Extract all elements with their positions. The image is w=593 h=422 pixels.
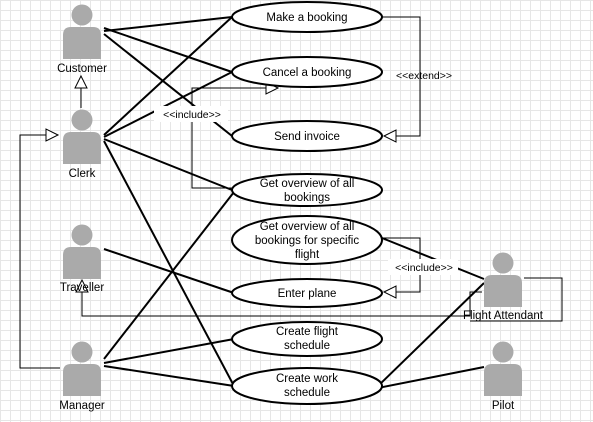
- actor-manager[interactable]: Manager: [59, 341, 105, 413]
- generalization-flight-attendant-to-traveller: [81, 291, 482, 317]
- assoc-flight-attendant-create-work-schedule: [377, 282, 485, 387]
- use-case-label: Send invoice: [274, 131, 340, 143]
- use-case-label: Get overview of all: [260, 178, 355, 190]
- actor-label: Pilot: [492, 400, 515, 412]
- use-case-create-work-schedule[interactable]: Create work schedule: [231, 367, 383, 405]
- actor-icon: [63, 4, 101, 59]
- use-case-label: bookings for specific: [255, 235, 359, 247]
- generalization-arrowhead-customer: [74, 74, 88, 89]
- generalization-arrowhead-traveller: [75, 278, 89, 293]
- relation-label-include-cancel: <<include>>: [163, 109, 221, 121]
- use-case-label: Enter plane: [278, 288, 337, 300]
- actor-icon: [484, 252, 522, 307]
- assoc-customer-make-booking: [103, 27, 233, 73]
- actor-label: Clerk: [69, 168, 96, 180]
- generalization-lines: [19, 74, 563, 369]
- use-case-label: Get overview of all: [260, 221, 355, 233]
- actor-label: Manager: [59, 400, 105, 412]
- flight-attendant-connector: [470, 277, 563, 322]
- use-case-enter-plane[interactable]: Enter plane: [231, 278, 383, 308]
- actor-icon: [63, 109, 101, 164]
- actor-label: Traveller: [60, 282, 104, 294]
- assoc-manager-create-work-schedule: [103, 365, 235, 387]
- use-case-make-booking[interactable]: Make a booking: [231, 1, 383, 33]
- use-case-send-invoice[interactable]: Send invoice: [231, 120, 383, 152]
- actor-traveller[interactable]: Traveller: [60, 224, 104, 295]
- assoc-flight-attendant-overview-flight: [381, 237, 485, 280]
- actor-icon: [484, 341, 522, 396]
- assoc-clerk-make-booking: [103, 16, 233, 136]
- assoc-clerk-create-work-schedule: [103, 140, 235, 387]
- include-line-cancel: [191, 87, 266, 189]
- assoc-pilot-create-work-schedule: [377, 366, 485, 389]
- actor-icon: [63, 341, 101, 396]
- assoc-clerk-overview-all: [103, 138, 233, 191]
- use-case-label: bookings: [284, 192, 330, 204]
- extend-line: [382, 16, 421, 137]
- use-case-overview-flight-bookings[interactable]: Get overview of all bookings for specifi…: [231, 215, 383, 265]
- generalization-manager-to-clerk: [19, 134, 60, 369]
- actor-label: Customer: [57, 63, 107, 75]
- use-case-overview-all-bookings[interactable]: Get overview of all bookings: [231, 173, 383, 207]
- assoc-clerk-cancel-booking: [103, 71, 233, 138]
- use-case-label: Make a booking: [266, 12, 347, 24]
- assoc-customer-cancel-booking: [103, 16, 233, 32]
- include-arrowhead-enter-plane: [382, 285, 397, 299]
- use-case-label: Create work: [276, 373, 338, 385]
- use-case-label: Create flight: [276, 326, 339, 338]
- actor-icon: [63, 224, 101, 279]
- use-case-label: schedule: [284, 340, 330, 352]
- use-case-label: schedule: [284, 387, 330, 399]
- extend-arrowhead: [382, 129, 397, 143]
- use-case-label: flight: [295, 249, 320, 261]
- actor-pilot[interactable]: Pilot: [484, 341, 522, 413]
- actor-flight-attendant[interactable]: Flight Attendant: [463, 252, 544, 323]
- assoc-traveller-enter-plane: [103, 248, 235, 294]
- relation-label-extend: <<extend>>: [396, 70, 452, 82]
- assoc-manager-create-flight-schedule: [103, 338, 235, 364]
- actor-customer[interactable]: Customer: [57, 4, 107, 76]
- use-case-cancel-booking[interactable]: Cancel a booking: [231, 56, 383, 88]
- association-lines: [103, 16, 485, 389]
- generalization-arrowhead-clerk: [45, 128, 60, 142]
- actor-clerk[interactable]: Clerk: [63, 109, 101, 181]
- use-case-create-flight-schedule[interactable]: Create flight schedule: [231, 321, 383, 357]
- relation-label-include-enter-plane: <<include>>: [395, 262, 453, 274]
- actor-label: Flight Attendant: [463, 310, 544, 322]
- assoc-manager-overview-all: [103, 191, 235, 360]
- use-case-label: Cancel a booking: [263, 67, 352, 79]
